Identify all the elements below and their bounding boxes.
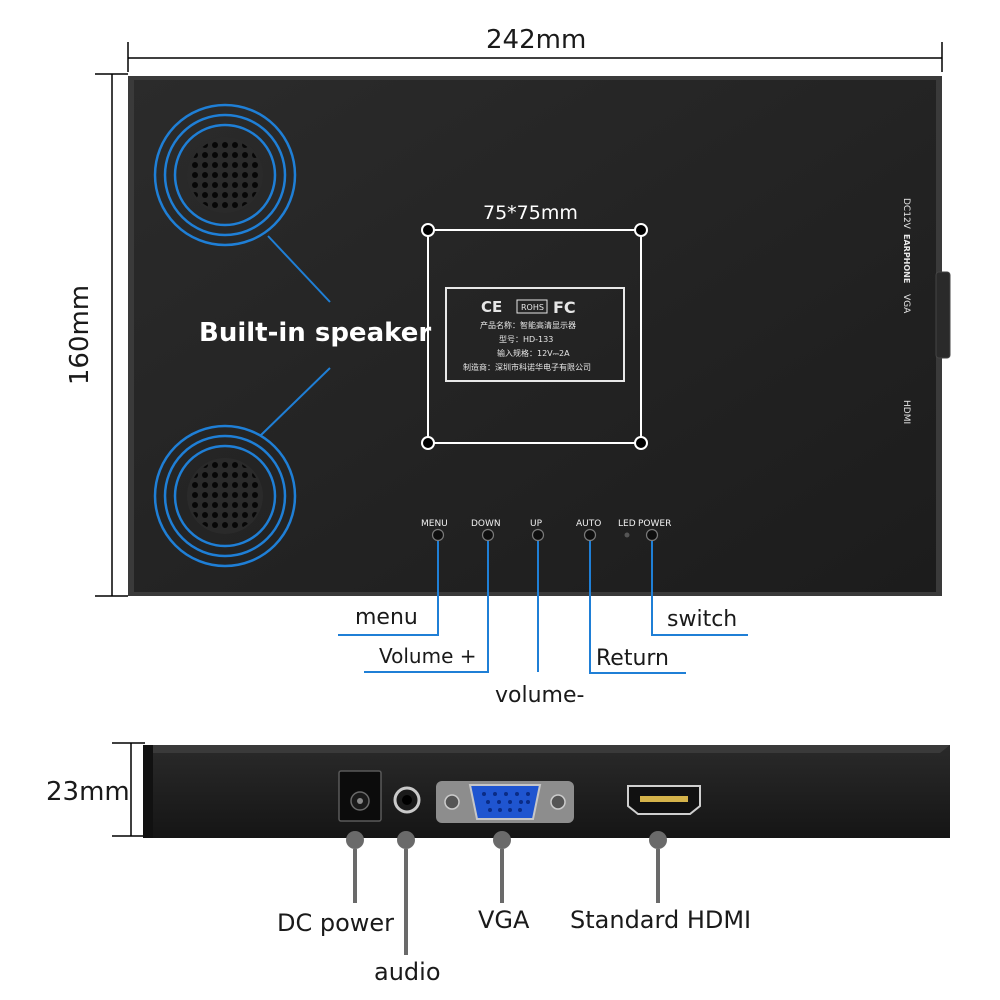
audio-label: audio	[374, 958, 441, 986]
label-plate-text: CE ROHS FC 产品名称：智能高清显示器 型号：HD-133 输入规格：1…	[463, 298, 591, 372]
vesa-mount	[421, 223, 648, 450]
standard-hdmi-label: Standard HDMI	[570, 906, 752, 934]
dc-jack	[338, 770, 382, 822]
depth-label: 23mm	[46, 777, 130, 807]
side-connector-housing	[935, 271, 951, 359]
hdmi-port	[627, 785, 701, 815]
down-button-label: DOWN	[471, 519, 501, 529]
width-dimension-line	[127, 42, 943, 72]
label-line-4: 制造商：深圳市科诺华电子有限公司	[463, 362, 591, 372]
menu-callout: menu	[355, 605, 418, 630]
ce-mark: CE	[481, 298, 502, 316]
menu-button-label: MENU	[421, 519, 448, 529]
up-button-label: UP	[530, 519, 543, 529]
up-button[interactable]	[531, 528, 545, 542]
vga-label: VGA	[478, 906, 530, 934]
volume-plus-callout: Volume +	[379, 644, 477, 668]
auto-button-label: AUTO	[576, 519, 601, 529]
label-line-2: 型号：HD-133	[499, 335, 553, 344]
speaker-leader-top	[267, 235, 331, 303]
audio-jack	[393, 786, 421, 814]
label-line-3: 输入规格：12V⎓2A	[497, 348, 570, 358]
rohs-mark: ROHS	[516, 299, 548, 314]
back-panel	[128, 76, 942, 596]
side-port-labels: DC12V EARPHONE VGA HDMI	[901, 198, 911, 424]
speaker-leader-bottom	[259, 367, 331, 437]
label-line-1: 产品名称：智能高清显示器	[480, 320, 576, 330]
port-leaders	[346, 831, 667, 955]
volume-minus-callout: volume-	[495, 683, 585, 708]
led-indicator	[624, 532, 630, 538]
button-row	[431, 528, 659, 542]
speaker-bottom	[153, 424, 297, 568]
hdmi-side-label: HDMI	[901, 400, 911, 424]
power-button[interactable]	[645, 528, 659, 542]
power-button-label: POWER	[638, 519, 671, 529]
button-leaders	[338, 541, 748, 674]
return-callout: Return	[596, 646, 670, 671]
menu-button[interactable]	[431, 528, 445, 542]
depth-dimension-line	[112, 742, 145, 837]
fc-mark: FC	[553, 298, 576, 317]
height-dimension-line	[95, 73, 128, 597]
width-label: 242mm	[486, 25, 587, 55]
height-label: 160mm	[65, 284, 96, 386]
speaker-label: Built-in speaker	[199, 318, 432, 348]
dc-power-label: DC power	[277, 909, 395, 937]
vesa-label: 75*75mm	[483, 202, 578, 224]
speaker-top	[153, 103, 297, 247]
down-button[interactable]	[481, 528, 495, 542]
svg-text:ROHS: ROHS	[521, 303, 544, 312]
vga-side-label: VGA	[901, 294, 911, 314]
label-plate	[445, 287, 625, 382]
auto-button[interactable]	[583, 528, 597, 542]
vga-port	[436, 781, 574, 823]
earphone-label: EARPHONE	[902, 234, 911, 283]
button-labels: MENU DOWN UP AUTO LED POWER	[421, 519, 671, 529]
switch-callout: switch	[667, 607, 738, 632]
led-label: LED	[618, 519, 636, 529]
dc12v-label: DC12V	[901, 198, 911, 230]
